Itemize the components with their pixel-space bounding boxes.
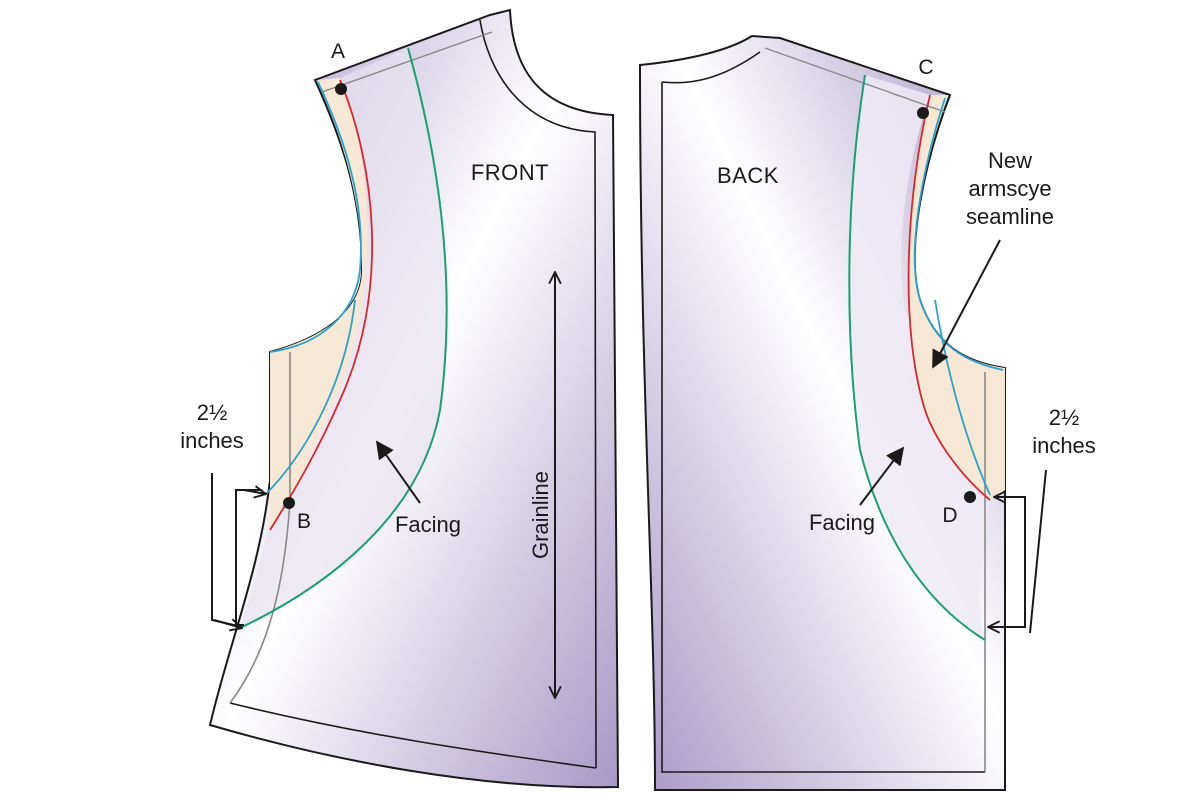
back-inner-seamline	[661, 51, 985, 773]
point-c-marker	[917, 107, 929, 119]
back-facing-line	[848, 74, 986, 641]
front-measure-unit: inches	[180, 428, 244, 453]
front-shoulder-seamline	[321, 31, 493, 93]
front-facing-line	[239, 47, 448, 629]
grainline-label: Grainline	[528, 471, 553, 559]
front-facing-label: Facing	[395, 512, 461, 537]
back-measure-unit: inches	[1032, 433, 1096, 458]
back-facing-label: Facing	[809, 510, 875, 535]
front-original-armscye	[264, 81, 362, 496]
back-original-armscye	[913, 97, 1004, 496]
front-new-armscye	[269, 79, 373, 531]
front-bracket-tick-bottom	[213, 620, 242, 628]
back-measure-value: 2½	[1049, 405, 1080, 430]
point-a-label: A	[331, 40, 345, 63]
annotation-lines	[211, 239, 1047, 633]
point-b-label: B	[297, 510, 311, 533]
new-seamline-label-3: seamline	[966, 204, 1054, 229]
back-facing-arrow	[859, 446, 905, 506]
front-inner-seamline	[229, 19, 597, 769]
front-side-seamline	[229, 352, 291, 704]
new-seamline-arrow	[932, 239, 1001, 369]
back-new-armscye	[907, 94, 991, 501]
front-bracket-tick-top	[243, 490, 266, 494]
text-labels: FRONT BACK A B C D Grainline Facing Faci…	[180, 40, 1096, 559]
point-d-label: D	[942, 504, 957, 527]
point-c-label: C	[918, 56, 933, 79]
front-measure-value: 2½	[197, 400, 228, 425]
back-piece-label: BACK	[717, 163, 779, 188]
point-b-marker	[283, 497, 295, 509]
front-facing-arrow	[375, 440, 421, 504]
front-seam-allowance	[270, 78, 368, 530]
point-a-marker	[335, 83, 347, 95]
point-d-marker	[964, 491, 976, 503]
back-shoulder-seamline	[764, 47, 946, 113]
new-seamline-label-2: armscye	[968, 176, 1051, 201]
new-seamline-label-1: New	[988, 148, 1032, 173]
front-pattern-piece	[208, 8, 620, 789]
front-piece-label: FRONT	[471, 160, 549, 185]
back-seam-allowance	[908, 95, 1005, 500]
back-pattern-piece	[638, 34, 1006, 791]
